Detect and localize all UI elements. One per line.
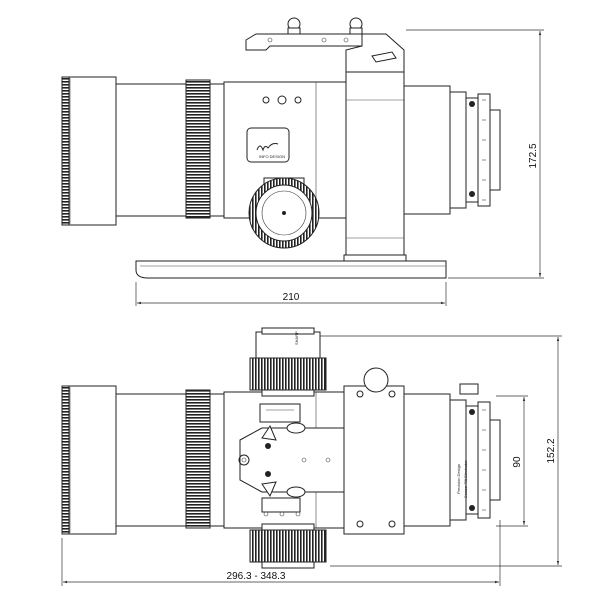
bottom-inner-dimension: 90 bbox=[496, 395, 528, 527]
side-label-line2: Precision Design bbox=[456, 464, 461, 494]
side-view-drawing: INFO DESIGN bbox=[61, 17, 501, 279]
bottom-length-dimension: 296.3 - 348.3 bbox=[61, 520, 501, 586]
svg-text:SHARP: SHARP bbox=[294, 331, 299, 345]
bottom-length-label: 296.3 - 348.3 bbox=[227, 571, 286, 582]
top-height-dimension: 172.5 bbox=[406, 29, 544, 279]
side-label-line1: Sensor Tilt Eliminator bbox=[463, 460, 468, 498]
bottom-height-label: 152.2 bbox=[546, 438, 557, 463]
top-height-label: 172.5 bbox=[528, 143, 539, 168]
top-width-label: 210 bbox=[283, 292, 300, 303]
top-down-view-drawing: SHARP bbox=[61, 327, 501, 569]
bottom-inner-label: 90 bbox=[512, 456, 523, 468]
top-width-dimension: 210 bbox=[135, 282, 447, 306]
badge-text: INFO DESIGN bbox=[259, 154, 285, 159]
bottom-height-dimension: 152.2 bbox=[320, 335, 562, 567]
